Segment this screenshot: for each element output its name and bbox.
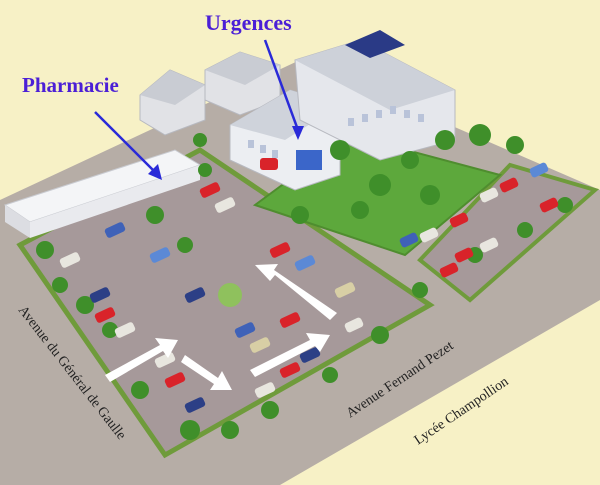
traffic-arrows bbox=[105, 264, 337, 390]
pointer-arrows bbox=[94, 39, 304, 180]
pharmacie-label: Pharmacie bbox=[22, 73, 119, 97]
cars bbox=[59, 158, 559, 413]
urgences-label: Urgences bbox=[205, 10, 292, 35]
trees bbox=[36, 124, 573, 440]
hospital-buildings bbox=[139, 30, 456, 191]
